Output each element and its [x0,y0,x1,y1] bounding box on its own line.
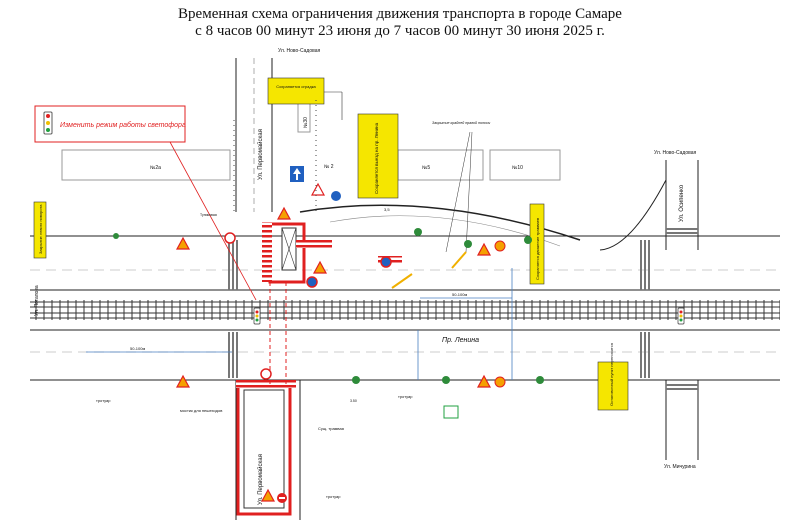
round-signs [224,191,506,503]
direction-sign-icon [331,191,341,201]
tram-tracks [30,300,780,320]
street-pervomayskaya-top: Ул. Первомайская [257,129,264,180]
street-novo-sadovaya-right: Ул. Ново-Садовая [654,150,697,156]
barrier-north-2 [262,222,272,282]
sidewalk-mid: тротуар [398,394,413,399]
note-center-yellow [357,113,399,199]
crosswalk-left-north [228,240,238,290]
building-5-label: №5 [422,165,430,171]
tree-icon [414,228,422,236]
street-pervomayskaya-bottom: Ул. Первомайская [257,454,264,505]
scheme-title-line2: с 8 часов 00 минут 23 июня до 7 часов 00… [195,23,605,39]
note-lane-change-pointer-2 [465,131,473,253]
building-10-label: №10 [512,165,523,171]
work-zone-south-inner [243,389,285,509]
sidewalk-bottom: тротуар [326,494,341,499]
legend-light-green [46,128,50,132]
sidewalk-left: тротуар [96,398,111,403]
note-bottom-right-text: Остановочный пункт переносится [609,343,614,406]
tree-icon [464,240,472,248]
distance-right-label: 50-100м [452,292,467,297]
crosswalk-michurina [666,382,698,390]
traffic-light-left [253,307,261,325]
tree-icon [352,376,360,384]
width-label: 3.50 [350,399,357,403]
note-right-yellow [529,203,545,285]
street-novo-sadovaya-top: Ул. Ново-Садовая [278,48,321,54]
note-left-yellow [33,201,47,259]
street-lenina: Пр. Ленина [442,337,479,344]
legend-pointer [169,141,257,301]
warning-signs [175,182,492,502]
crosswalk-left-south [228,332,238,378]
tree-icon [113,233,119,239]
crosswalk-right-south [640,332,650,378]
dead-end-label: Тупиковая [200,213,217,217]
warning-sign-icon [260,488,276,502]
detour-arrow-icon [451,251,467,269]
note-bottom-right-yellow [597,361,629,411]
tree-icon [536,376,544,384]
warning-sign-icon [175,374,191,388]
no-entry-sign-icon [260,368,272,380]
no-parking-sign-icon [380,256,392,268]
note-right-text: Сохраняется движение трамваев [535,218,540,280]
note-lane-change-pointer-1 [445,131,471,253]
building-5 [397,149,484,181]
bus-stop-sign-icon [443,405,459,419]
crosswalk-osipenko [666,226,698,234]
tree-icon [442,376,450,384]
legend-light-red [46,114,50,118]
warning-sign-icon [476,374,492,388]
legend-light-yellow [46,121,50,125]
detour-arrow-icon [391,273,413,289]
osipenko-curve [599,179,667,251]
note-left-text: Закрытие левого поворота [38,204,43,254]
building-2a-label: №2а [150,165,161,171]
crosswalk-right-north [640,240,650,290]
traffic-light-right [677,307,685,325]
distance-left-label: 50-100м [130,346,145,351]
warning-sign-icon [276,206,292,220]
existing-tram-label: Сущ. трамвая [318,426,344,431]
gap-label: 3,5 [384,207,390,212]
warning-sign-icon [310,182,326,196]
work-zone-equipment-diag2 [281,227,297,271]
no-entry-sign-icon [224,232,236,244]
legend-box [34,105,186,143]
building-10 [489,149,561,181]
tree-icon [524,236,532,244]
speed-sign-icon [494,240,506,252]
scheme-title-line1: Временная схема ограничения движения тра… [178,6,622,22]
note-center-text: Сохраняется выезд на пр. Ленина [374,122,379,194]
bridge-label: мостик для пешеходов [180,408,222,413]
note-top-text: Сохраняется оградка [276,84,316,89]
note-lane-change-text: Закрытие крайней правой полосы [432,121,491,125]
note-top-yellow [267,77,325,105]
trees [113,228,544,384]
speed-sign-icon [494,376,506,388]
street-osipenko: Ул. Осипенко [679,184,685,222]
warning-sign-icon [312,260,328,274]
building-30-label: №30 [303,117,309,128]
no-parking-sign-icon [306,276,318,288]
barrier-north-1 [296,240,332,248]
street-michurina: Ул. Мичурина [664,464,696,470]
street-potapova: Ул. Потапова [34,285,40,316]
building-2a [61,149,231,181]
barrier-south [236,380,296,388]
house-2-label: № 2 [324,164,334,170]
warning-sign-icon [476,242,492,256]
legend-text: Изменить режим работы светофора [60,121,186,129]
warning-sign-icon [175,236,191,250]
